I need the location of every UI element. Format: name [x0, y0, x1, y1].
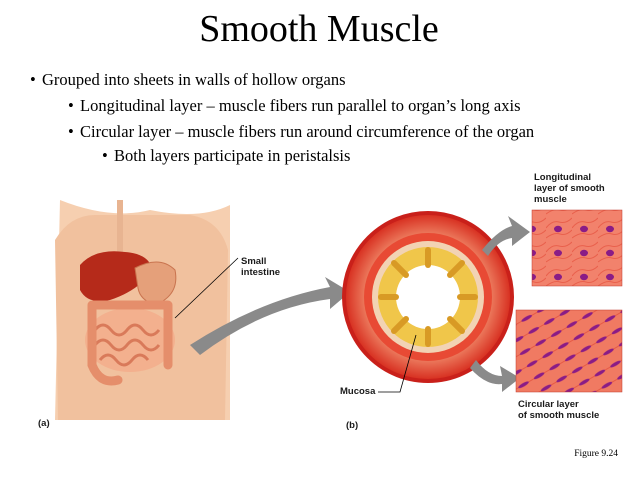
large-intestine-icon	[87, 300, 173, 386]
leader-line	[378, 334, 417, 393]
mucosa-label: Mucosa	[340, 386, 376, 397]
figure-caption: Figure 9.24	[574, 449, 618, 459]
bullet-text: Circular layer – muscle fibers run aroun…	[80, 122, 535, 141]
bullet-text: Grouped into sheets in walls of hollow o…	[42, 70, 346, 89]
arrow-icon	[470, 360, 520, 392]
bullet-marker: •	[68, 122, 74, 141]
small-intestine-icon	[85, 308, 175, 372]
circular-muscle-inset	[515, 309, 623, 393]
bullet-marker: •	[30, 70, 36, 89]
bullet-item: • Circular layer – muscle fibers run arou…	[68, 122, 534, 142]
bullet-item: • Grouped into sheets in walls of hollow …	[30, 70, 346, 90]
bullet-text: Both layers participate in peristalsis	[114, 146, 351, 165]
bullet-marker: •	[102, 146, 108, 165]
slide-title: Smooth Muscle	[199, 8, 439, 50]
arrow-icon	[482, 216, 530, 256]
small-intestine-label: Small intestine	[241, 256, 281, 278]
bullet-item: • Both layers participate in peristalsis	[102, 146, 350, 166]
bullet-marker: •	[68, 96, 74, 115]
liver-icon	[80, 251, 152, 302]
bullet-item: • Longitudinal layer – muscle fibers run …	[68, 96, 521, 116]
arrow-icon	[190, 277, 350, 355]
intestine-cross-section	[342, 211, 514, 383]
longitudinal-muscle-inset	[531, 209, 623, 287]
longitudinal-layer-label: Longitudinal layer of smooth muscle	[534, 172, 605, 205]
stomach-icon	[134, 261, 177, 306]
bullet-text: Longitudinal layer – muscle fibers run p…	[80, 96, 521, 115]
panel-label-b: (b)	[346, 420, 359, 431]
leader-line	[174, 257, 239, 319]
panel-label-a: (a)	[38, 418, 50, 429]
circular-layer-label: Circular layer of smooth muscle	[518, 399, 600, 421]
